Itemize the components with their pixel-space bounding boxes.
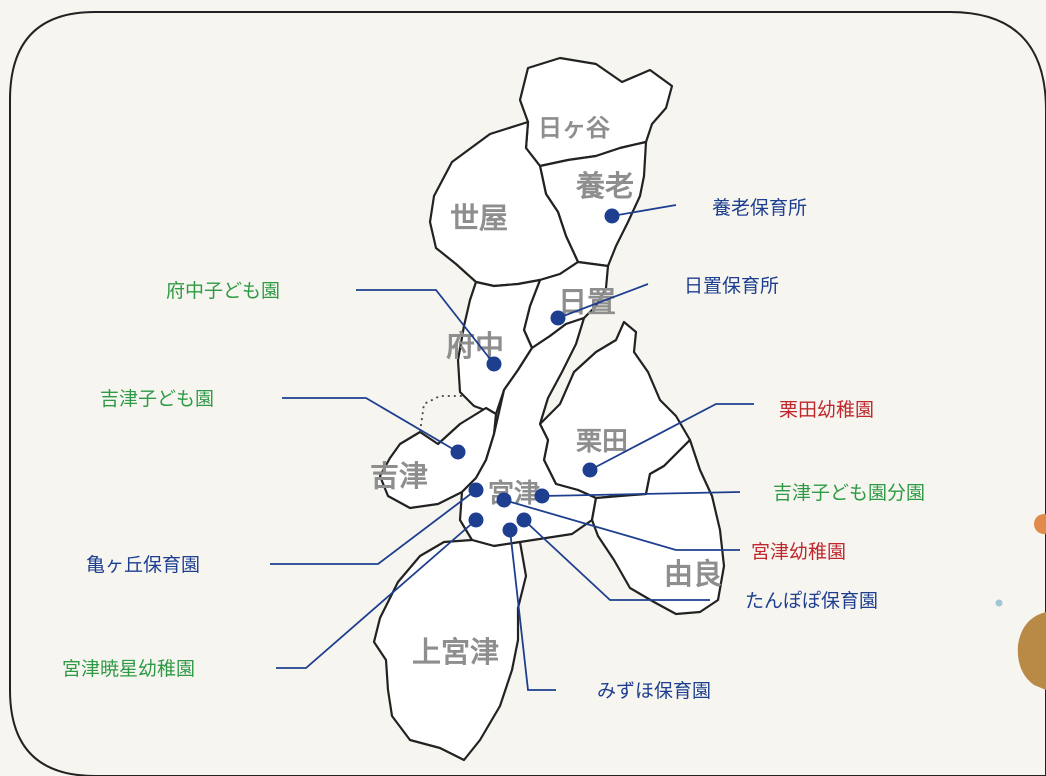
facility-dot-kamegaoka-hoikuen[interactable]: [468, 482, 484, 498]
facility-label-miyazu-gyosei-yochien[interactable]: 宮津暁星幼稚園: [62, 658, 196, 680]
leader-yoshizu-kodomoen: [282, 397, 459, 453]
district-shape-yura: [590, 438, 726, 616]
facility-label-fuchu-kodomoen[interactable]: 府中子ども園: [166, 280, 281, 302]
facility-label-kamegaoka-hoikuen[interactable]: 亀ヶ丘保育園: [86, 554, 201, 576]
decor-blue-dot: [995, 599, 1003, 607]
leader-kamegaoka-hoikuen: [270, 489, 477, 565]
district-shape-kamimiyazu: [372, 538, 528, 762]
facility-label-yoro-hoikusho[interactable]: 養老保育所: [712, 197, 808, 219]
facility-label-mizuho-hoikuen[interactable]: みずほ保育園: [597, 680, 712, 702]
leader-kurita-yochien: [589, 403, 754, 471]
facility-dot-yoshizu-kodomoen-bunen[interactable]: [534, 488, 550, 504]
facility-dot-hioki-hoikusho[interactable]: [550, 310, 566, 326]
leader-miyazu-yochien: [503, 499, 740, 551]
district-label-seya: 世屋: [450, 201, 508, 235]
leader-miyazu-gyosei-yochien: [276, 519, 477, 669]
leader-fuchu-kodomoen: [356, 289, 495, 365]
decor-orange-dot: [1034, 514, 1046, 534]
district-label-kurita: 栗田: [576, 427, 628, 457]
facility-dot-yoshizu-kodomoen[interactable]: [450, 444, 466, 460]
decor-character-icon: [1017, 612, 1046, 690]
leader-tanpopo-hoikuen: [523, 519, 710, 601]
district-label-yoshizu: 吉津: [370, 459, 428, 493]
facility-dot-mizuho-hoikuen[interactable]: [502, 522, 518, 538]
facility-label-miyazu-yochien[interactable]: 宮津幼稚園: [751, 541, 847, 563]
facility-label-hioki-hoikusho[interactable]: 日置保育所: [684, 275, 780, 297]
leader-yoshizu-kodomoen-bunen: [541, 491, 741, 497]
facility-dot-fuchu-kodomoen[interactable]: [486, 356, 502, 372]
district-label-miyazu: 宮津: [488, 478, 540, 509]
map-frame: [9, 11, 1046, 776]
facility-label-yoshizu-kodomoen[interactable]: 吉津子ども園: [100, 388, 215, 410]
facility-dot-miyazu-yochien[interactable]: [496, 492, 512, 508]
district-label-yoro: 養老: [575, 169, 634, 203]
facility-dot-miyazu-gyosei-yochien[interactable]: [468, 512, 484, 528]
dotted-boundary: [419, 395, 462, 433]
district-shape-higaya: [518, 56, 674, 168]
facility-label-yoshizu-kodomoen-bunen[interactable]: 吉津子ども園分園: [773, 482, 926, 504]
leader-yoro-hoikusho: [611, 204, 677, 217]
district-shape-miyazu: [458, 316, 598, 548]
facility-dot-yoro-hoikusho[interactable]: [604, 208, 620, 224]
facility-dot-tanpopo-hoikuen[interactable]: [516, 512, 532, 528]
district-label-yura: 由良: [664, 557, 722, 591]
leader-mizuho-hoikuen: [509, 529, 556, 691]
district-label-higaya: 日ヶ谷: [538, 114, 611, 142]
leader-hioki-hoikusho: [557, 283, 649, 319]
facility-label-kurita-yochien[interactable]: 栗田幼稚園: [779, 399, 875, 421]
facility-label-tanpopo-hoikuen[interactable]: たんぽぽ保育園: [745, 590, 879, 612]
facility-dot-kurita-yochien[interactable]: [582, 462, 598, 478]
district-label-hioki: 日置: [558, 285, 616, 319]
district-label-kamimiyazu: 上宮津: [412, 635, 499, 669]
